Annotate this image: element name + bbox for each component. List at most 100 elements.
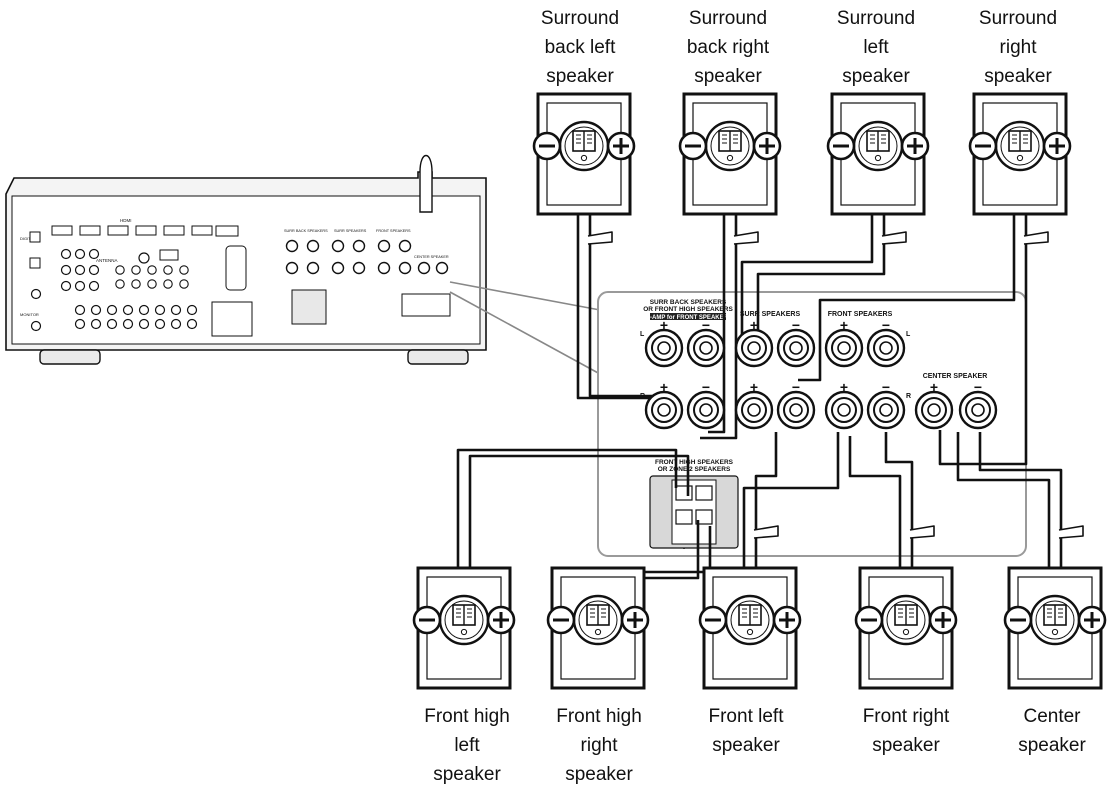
receiver-optical-in-2 bbox=[29, 257, 41, 269]
receiver-rca-jack bbox=[163, 279, 173, 289]
receiver-rca-jack bbox=[74, 280, 86, 292]
receiver-rca-jack bbox=[154, 318, 166, 330]
speaker-surround-right-terminal-inner-ring bbox=[1000, 126, 1040, 166]
wire-tag-top-1 bbox=[733, 231, 759, 245]
speaker-center-terminal-inner-ring bbox=[1035, 600, 1075, 640]
front-high-label-2: OR ZONE 2 SPEAKERS bbox=[658, 466, 731, 473]
receiver-speaker-post bbox=[306, 261, 320, 275]
speaker-surround-left bbox=[826, 92, 930, 216]
receiver-rca-jack bbox=[74, 248, 86, 260]
speaker-front-right bbox=[854, 566, 958, 690]
front-high-terminal-block bbox=[649, 475, 739, 549]
wire-surround-right-a bbox=[798, 150, 1016, 382]
speaker-front-high-left-screw bbox=[460, 628, 468, 636]
receiver-optical-in bbox=[29, 231, 41, 243]
speaker-front-high-right bbox=[546, 566, 650, 690]
receiver-speaker-post bbox=[398, 261, 412, 275]
binding-post-sb-r-plus-ring bbox=[651, 397, 677, 423]
center-speaker-label: CENTER SPEAKER bbox=[923, 373, 988, 380]
receiver-speaker-post bbox=[285, 239, 299, 253]
receiver-hdmi-port bbox=[191, 225, 213, 236]
binding-post-surr-r-minus-hole bbox=[789, 403, 803, 417]
receiver-rca-jack bbox=[186, 318, 198, 330]
receiver-rca-jack bbox=[170, 304, 182, 316]
speaker-surround-back-right-screw bbox=[726, 154, 734, 162]
binding-post-surr-r-plus-ring bbox=[741, 397, 767, 423]
binding-post-front-l-plus-ring bbox=[831, 335, 857, 361]
binding-post-surr-l-plus-ring bbox=[741, 335, 767, 361]
speaker-front-high-left bbox=[412, 566, 516, 690]
receiver-zone-jacks bbox=[211, 301, 253, 337]
speaker-front-left-screw bbox=[746, 628, 754, 636]
wire-front-left-b bbox=[754, 432, 778, 624]
speaker-front-right-terminal-inner-ring bbox=[886, 600, 926, 640]
receiver-speaker-post bbox=[377, 239, 391, 253]
binding-post-sb-r-plus-hole bbox=[657, 403, 671, 417]
top-speakers bbox=[532, 92, 1072, 216]
receiver-rca-jack bbox=[88, 264, 100, 276]
receiver-rca-jack bbox=[154, 304, 166, 316]
binding-post-center-minus-hole bbox=[971, 403, 985, 417]
binding-post-sb-l-plus-ring bbox=[651, 335, 677, 361]
binding-post-sb-r-minus-hole bbox=[699, 403, 713, 417]
receiver-hdmi-out bbox=[215, 225, 239, 237]
wire-tag-top-3 bbox=[1023, 231, 1049, 245]
binding-post-surr-r-minus-ring bbox=[783, 397, 809, 423]
speaker-front-high-right-screw bbox=[594, 628, 602, 636]
surr-back-label-2: OR FRONT HIGH SPEAKERS bbox=[643, 306, 733, 313]
speaker-center-screw bbox=[1051, 628, 1059, 636]
receiver-rca-jack bbox=[60, 248, 72, 260]
binding-post-surr-l-minus-hole bbox=[789, 341, 803, 355]
receiver-center-post bbox=[417, 261, 431, 275]
bottom-speakers bbox=[412, 566, 1107, 690]
receiver-connector-details bbox=[29, 225, 451, 337]
receiver-surr-label: SURR SPEAKERS bbox=[334, 229, 367, 233]
plus-mark-front-r: + bbox=[840, 379, 848, 395]
binding-post-surr-l-plus-hole bbox=[747, 341, 761, 355]
speaker-front-right-screw bbox=[902, 628, 910, 636]
binding-post-surr-r-plus-hole bbox=[747, 403, 761, 417]
receiver-rca-jack bbox=[147, 265, 157, 275]
wire-front-high-left-a bbox=[456, 448, 678, 624]
speaker-center bbox=[1003, 566, 1107, 690]
speaker-surround-back-right-terminal-inner-ring bbox=[710, 126, 750, 166]
channel-l-label-a: L bbox=[640, 331, 645, 338]
receiver-rca-jack bbox=[138, 304, 150, 316]
receiver-rca-jack bbox=[90, 318, 102, 330]
av-receiver-rear: HDMI ANTENNA DIGITAL IN MONITOR SURR BAC… bbox=[5, 154, 487, 365]
receiver-hdmi-port bbox=[79, 225, 101, 236]
speaker-surround-left-terminal-inner-ring bbox=[858, 126, 898, 166]
binding-post-front-l-minus-hole bbox=[879, 341, 893, 355]
binding-post-center-plus-hole bbox=[927, 403, 941, 417]
receiver-model-plate bbox=[401, 293, 451, 317]
binding-post-sb-r-minus-ring bbox=[693, 397, 719, 423]
receiver-rca-jack bbox=[179, 279, 189, 289]
minus-mark-front: − bbox=[882, 317, 890, 333]
plus-mark-surr-r: + bbox=[750, 379, 758, 395]
receiver-speaker-post bbox=[352, 261, 366, 275]
receiver-hdmi-port bbox=[107, 225, 129, 236]
receiver-rca-jack bbox=[106, 304, 118, 316]
binding-post-front-r-minus-hole bbox=[879, 403, 893, 417]
wire-center-a bbox=[956, 432, 1051, 624]
binding-post-front-r-plus-hole bbox=[837, 403, 851, 417]
binding-post-front-r-minus-ring bbox=[873, 397, 899, 423]
receiver-fm-antenna-jack bbox=[138, 252, 150, 264]
wire-surround-back-right-b bbox=[700, 150, 738, 440]
receiver-center-post bbox=[435, 261, 449, 275]
receiver-rca-jack bbox=[90, 304, 102, 316]
receiver-rca-jack bbox=[74, 318, 86, 330]
wire-tag-top-2 bbox=[881, 231, 907, 245]
minus-mark-front-r: − bbox=[882, 379, 890, 395]
binding-post-center-plus-ring bbox=[921, 397, 947, 423]
receiver-coax-in bbox=[30, 288, 42, 300]
receiver-speaker-post bbox=[352, 239, 366, 253]
wire-surround-back-left-b bbox=[588, 150, 660, 398]
receiver-speaker-post bbox=[331, 261, 345, 275]
